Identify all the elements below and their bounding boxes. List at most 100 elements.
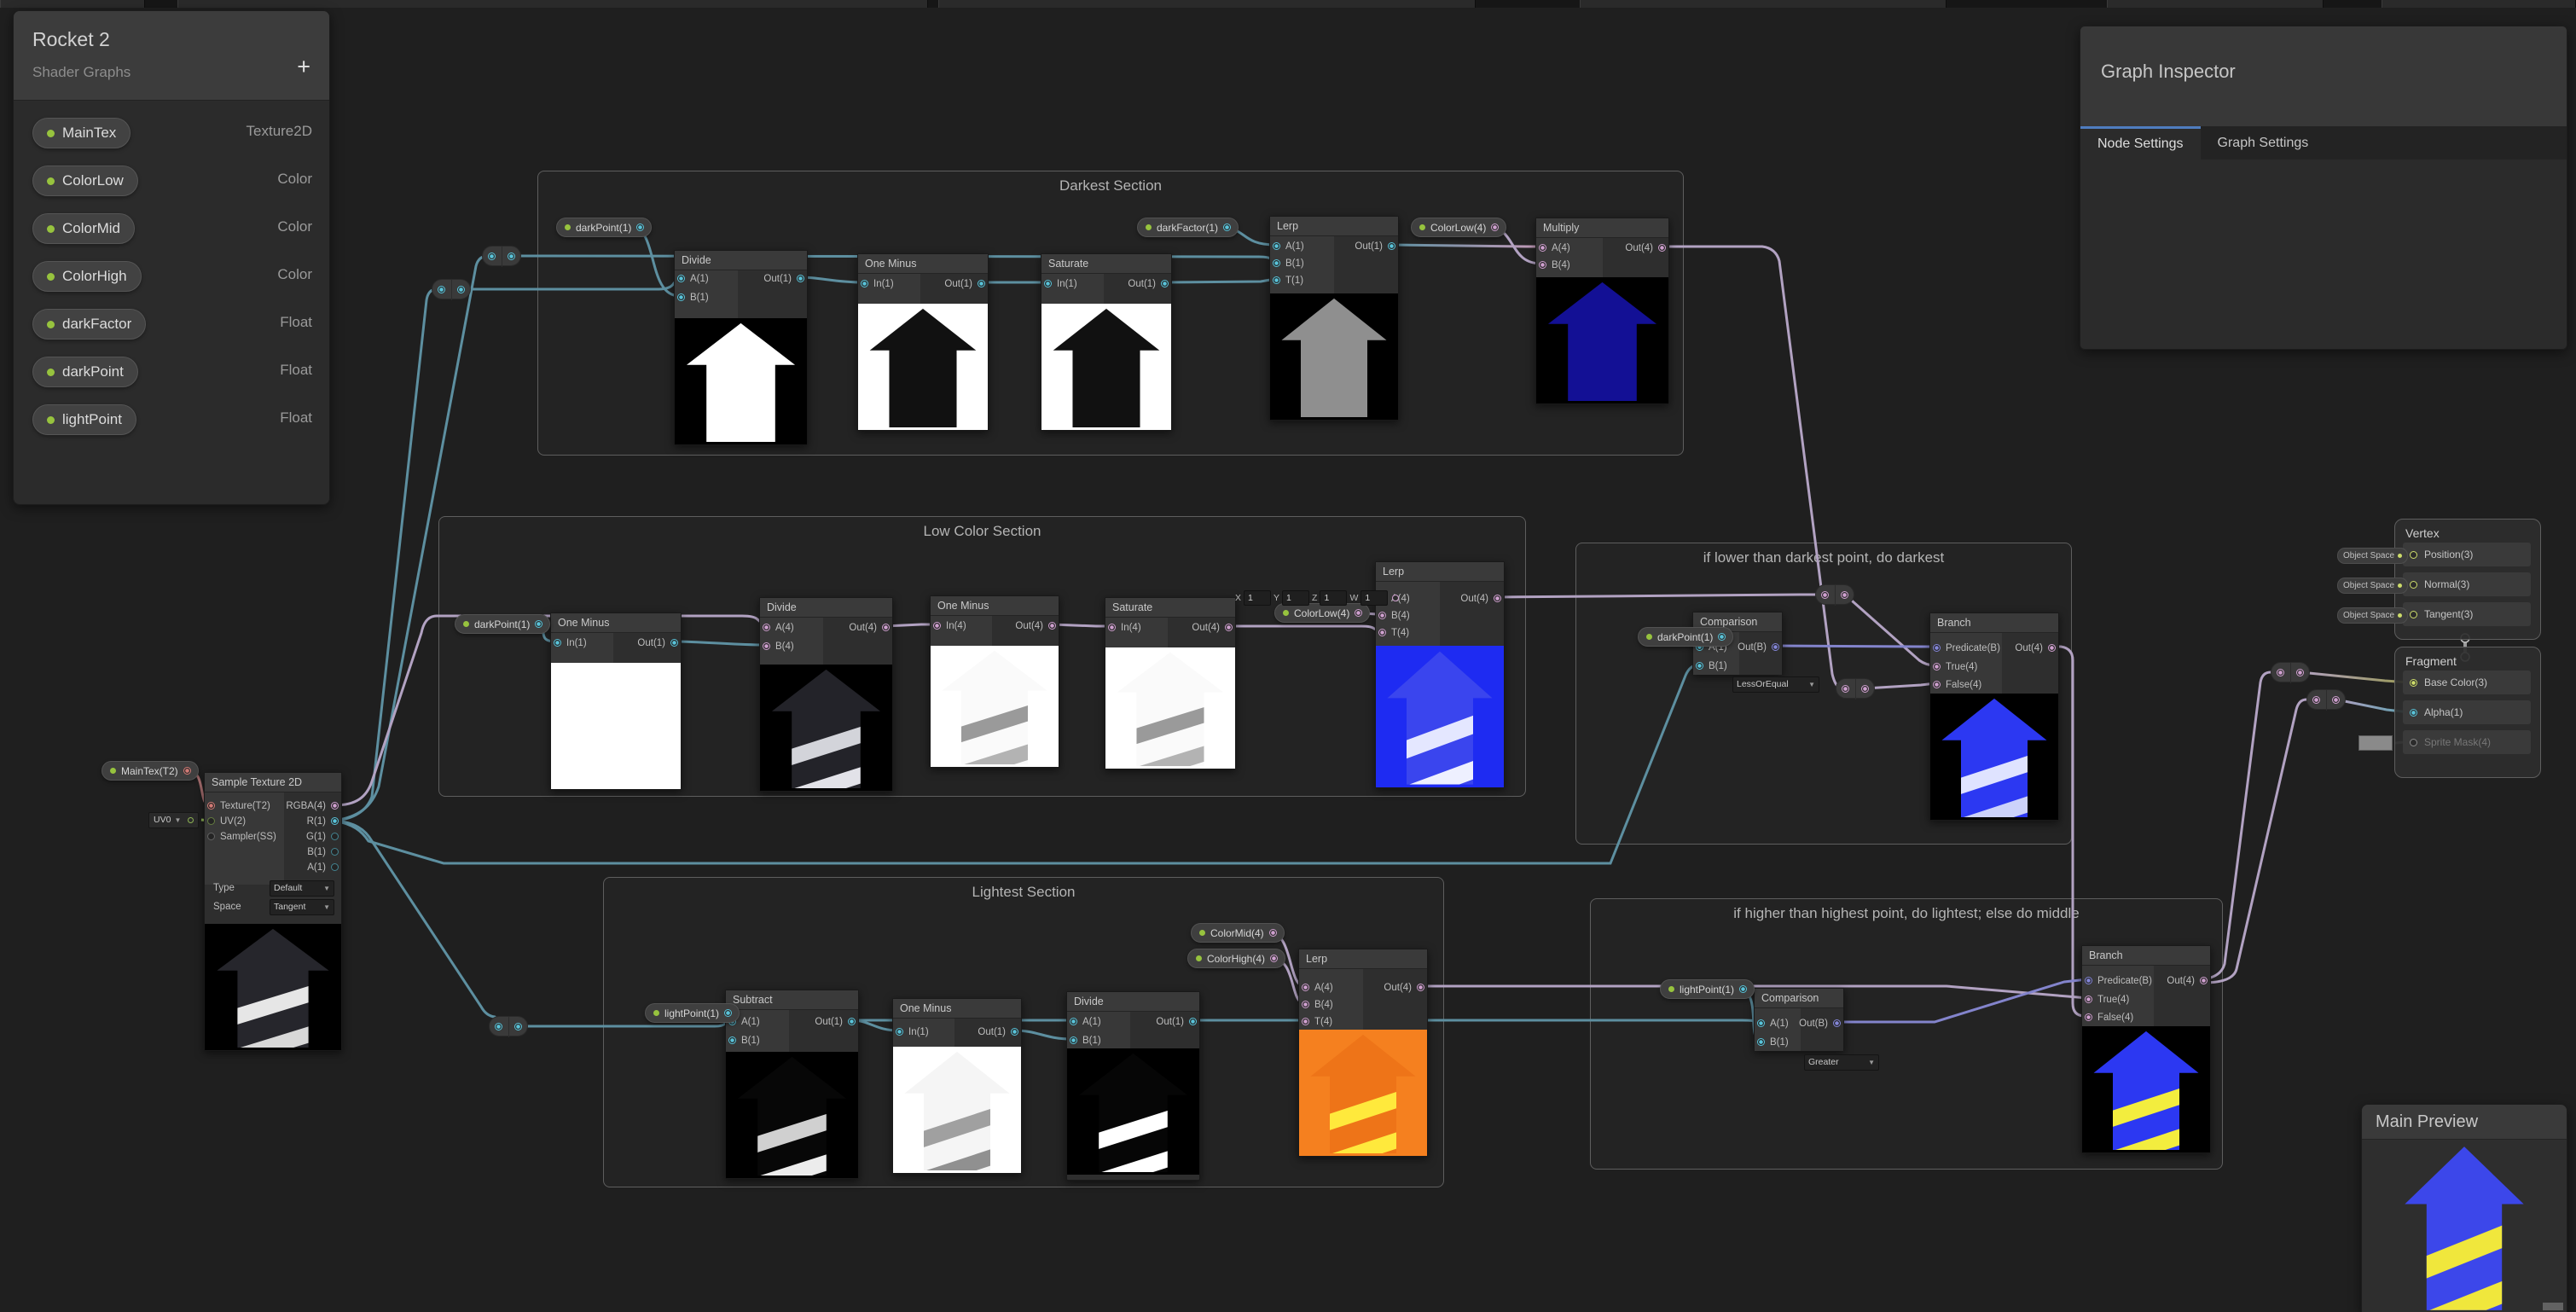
port-dot[interactable] [1378,629,1386,636]
node-title[interactable]: Lerp [1299,949,1427,969]
resize-handle[interactable] [2543,1303,2563,1310]
graph-inspector-panel[interactable]: Graph Inspector Node Settings Graph Sett… [2080,26,2567,350]
property-pill-colorlow[interactable]: ColorLow [32,165,138,196]
port-dot[interactable] [978,280,985,287]
input-port-t-1[interactable]: T(1) [1270,273,1303,288]
field-connector-dot[interactable] [1392,595,1400,601]
tab-node-settings[interactable]: Node Settings [2080,126,2201,160]
main-preview-panel[interactable]: Main Preview [2361,1104,2567,1312]
setting-dropdown-space[interactable]: Tangent▼ [270,899,334,915]
input-port-sampler-ss[interactable]: Sampler(SS) [205,829,276,845]
input-port-predicate-b[interactable]: Predicate(B) [2082,973,2152,989]
node-title[interactable]: Lerp [1270,217,1398,236]
node-title[interactable]: Sample Texture 2D [205,773,341,792]
input-port-b-1[interactable]: B(1) [675,290,709,305]
output-port-out-4[interactable]: Out(4) [1460,591,1504,607]
field-value-x[interactable]: 1 [1244,590,1272,606]
port-dot[interactable] [896,1028,903,1036]
vertex-block-position-3[interactable]: Position(3) [2403,543,2531,566]
input-port-t-4[interactable]: T(4) [1376,625,1409,641]
fragment-block-sprite-mask-4[interactable]: Sprite Mask(4) [2403,730,2531,754]
vertex-block-tangent-3[interactable]: Tangent(3) [2403,602,2531,626]
port-dot[interactable] [861,280,868,287]
input-port-in-1[interactable]: In(1) [893,1025,929,1040]
port-dot[interactable] [1273,242,1280,250]
input-port-a-1[interactable]: A(1) [675,271,709,287]
property-pill-lightpoint[interactable]: lightPoint [32,404,136,435]
sprite-mask-color-swatch[interactable] [2358,735,2393,751]
port-dot[interactable] [1757,1038,1765,1046]
node-title[interactable]: Divide [1067,992,1199,1012]
node-title[interactable]: Lerp [1376,562,1504,582]
fragment-block-alpha-1[interactable]: Alpha(1) [2403,700,2531,724]
field-value-z[interactable]: 1 [1320,590,1348,606]
vertex-block-normal-3[interactable]: Normal(3) [2403,572,2531,596]
window-tab-segment [938,0,1476,8]
node-title[interactable]: Saturate [1105,598,1235,618]
input-port-in-4[interactable]: In(4) [1105,620,1141,636]
input-port-b-1[interactable]: B(1) [1067,1033,1101,1048]
port-dot[interactable] [1378,612,1386,619]
property-pill-colormid[interactable]: ColorMid [32,213,136,244]
input-port-b-4[interactable]: B(4) [1536,258,1570,273]
port-dot[interactable] [1302,1001,1309,1008]
node-title[interactable]: One Minus [931,596,1059,616]
comparison-mode-dropdown[interactable]: Greater▼ [1804,1054,1879,1071]
node-title[interactable]: One Minus [893,999,1021,1019]
node-title[interactable]: Branch [1930,613,2058,633]
output-port-out-1[interactable]: Out(1) [944,276,988,292]
input-port-in-1[interactable]: In(1) [1041,276,1077,292]
port-dot[interactable] [1070,1036,1077,1044]
fragment-block-base-color-3[interactable]: Base Color(3) [2403,671,2531,694]
property-pill-colorhigh[interactable]: ColorHigh [32,261,142,292]
port-dot[interactable] [1539,261,1546,269]
port-dot[interactable] [1108,624,1116,631]
port-dot[interactable] [1070,1018,1077,1025]
canvas-pill-colorlow-4[interactable]: ColorLow(4) [1411,218,1507,237]
canvas-pill-colorhigh-4[interactable]: ColorHigh(4) [1187,949,1286,968]
tab-graph-settings[interactable]: Graph Settings [2200,126,2326,160]
node-title[interactable]: Multiply [1536,218,1668,238]
input-port-b-4[interactable]: B(4) [1376,608,1410,624]
property-pill-darkfactor[interactable]: darkFactor [32,309,147,340]
input-port-b-1[interactable]: B(1) [1755,1035,1789,1050]
add-property-button[interactable]: + [297,54,310,79]
output-port-out-4[interactable]: Out(4) [849,620,892,636]
input-port-true-4[interactable]: True(4) [1930,659,1977,675]
input-port-in-1[interactable]: In(1) [858,276,894,292]
input-port-texture-t2[interactable]: Texture(T2) [205,798,270,814]
property-pill-darkpoint[interactable]: darkPoint [32,357,138,387]
node-sample-texture-2d[interactable]: Sample Texture 2D Texture(T2)UV(2)Sampler… [204,772,342,1051]
node-title[interactable]: Branch [2082,946,2210,966]
port-dot[interactable] [1933,663,1941,671]
input-port-a-1[interactable]: A(1) [1067,1014,1101,1030]
node-title[interactable]: Divide [760,598,892,618]
input-port-uv-2[interactable]: UV(2) [205,814,246,829]
port-dot[interactable] [677,293,685,301]
field-value-y[interactable]: 1 [1282,590,1310,606]
input-port-b-1[interactable]: B(1) [1270,256,1304,271]
property-pill-maintex[interactable]: MainTex [32,118,131,148]
port-dot[interactable] [207,833,215,840]
port-dot[interactable] [1044,280,1052,287]
uv-channel-dropdown[interactable]: UV0 ▼ [148,812,200,828]
input-port-b-4[interactable]: B(4) [1299,997,1333,1013]
setting-dropdown-type[interactable]: Default▼ [270,880,334,897]
node-title[interactable]: Subtract [726,990,858,1010]
input-port-in-4[interactable]: In(4) [931,618,966,634]
canvas-pill-lightpoint-1[interactable]: lightPoint(1) [645,1003,740,1023]
input-port-a-1[interactable]: A(1) [1270,239,1304,254]
port-dot[interactable] [1273,259,1280,267]
blackboard-panel[interactable]: Rocket 2 Shader Graphs + MainTex Texture… [13,10,330,505]
